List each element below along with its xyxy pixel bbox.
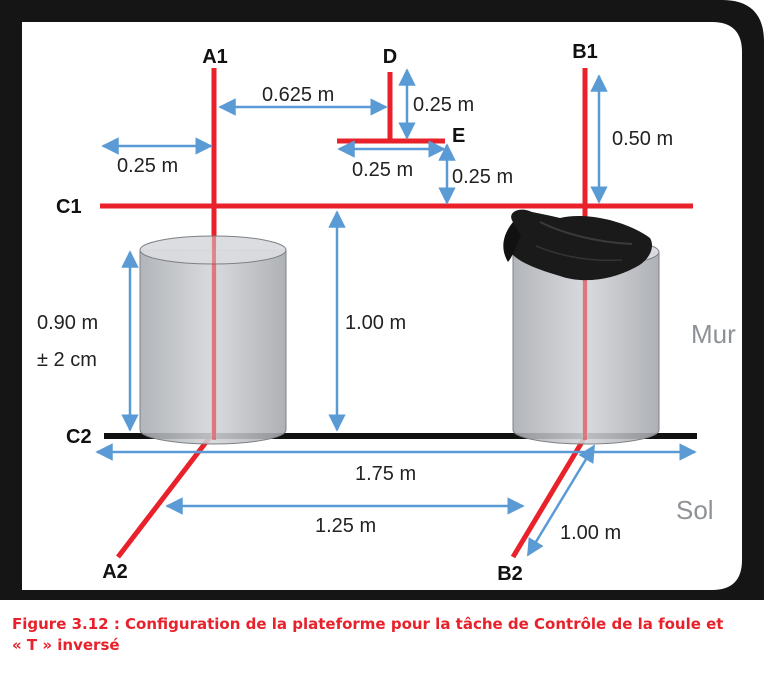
- dim-a2-b2: 1.25 m: [315, 515, 376, 537]
- dim-cylinder-tolerance: ± 2 cm: [37, 349, 97, 371]
- label-c2: C2: [66, 426, 92, 448]
- label-d: D: [383, 46, 397, 68]
- dim-e-width: 0.25 m: [352, 159, 413, 181]
- label-floor: Sol: [676, 495, 714, 525]
- dim-b1-c1: 0.50 m: [612, 128, 673, 150]
- arrow-b2-length: [526, 444, 596, 557]
- label-a2: A2: [102, 561, 128, 583]
- platform-diagram: A1 D B1 E C1 C2 A2 B2 0.625 m 0.25 m 0.2…: [0, 0, 764, 600]
- dim-c1-c2: 1.00 m: [345, 312, 406, 334]
- dim-e-c1: 0.25 m: [452, 166, 513, 188]
- label-b1: B1: [572, 41, 598, 63]
- dim-d-height: 0.25 m: [413, 94, 474, 116]
- left-cylinder: [139, 235, 287, 445]
- label-wall: Mur: [691, 319, 736, 349]
- dimension-arrows: [95, 68, 697, 557]
- label-a1: A1: [202, 46, 228, 68]
- label-c1: C1: [56, 196, 82, 218]
- dim-cylinder-height: 0.90 m: [37, 312, 98, 334]
- dim-c2-length: 1.75 m: [355, 463, 416, 485]
- diagram-frame: A1 D B1 E C1 C2 A2 B2 0.625 m 0.25 m 0.2…: [0, 0, 764, 600]
- dim-left-offset: 0.25 m: [117, 155, 178, 177]
- figure-caption: Figure 3.12 : Configuration de la platef…: [0, 600, 764, 681]
- dim-a1-d: 0.625 m: [262, 84, 334, 106]
- dim-b2-length: 1.00 m: [560, 522, 621, 544]
- black-bag: [503, 209, 653, 281]
- label-e: E: [452, 125, 465, 147]
- label-b2: B2: [497, 563, 523, 585]
- caption-text: Figure 3.12 : Configuration de la platef…: [12, 615, 724, 654]
